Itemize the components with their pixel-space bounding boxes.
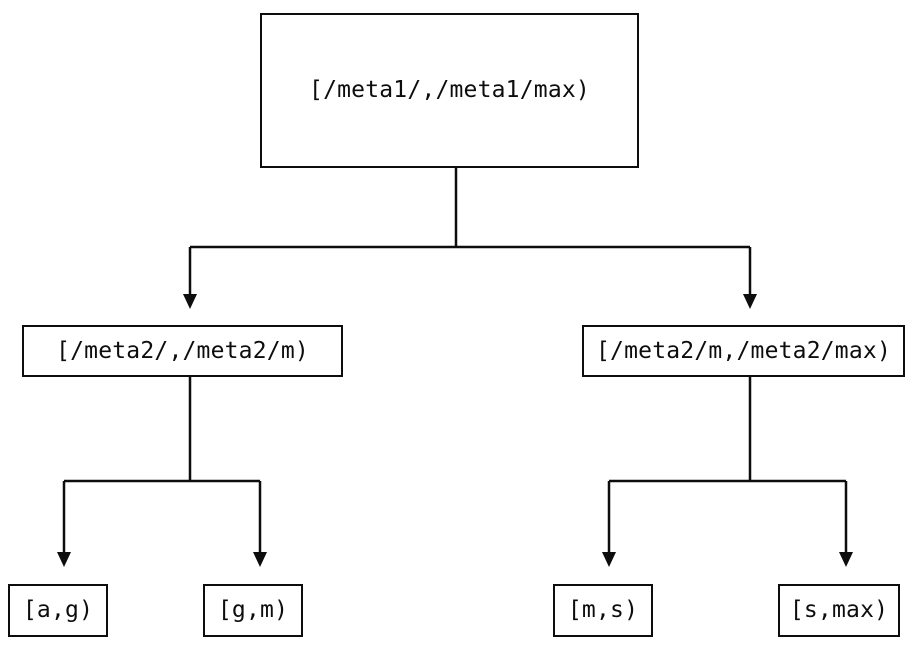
arrowhead-icon	[57, 552, 71, 567]
tree-node-leaf-ms-label: [m,s)	[567, 597, 639, 623]
tree-node-root-label: [/meta1/,/meta1/max)	[309, 77, 590, 103]
tree-node-mid-left: [/meta2/,/meta2/m)	[22, 325, 343, 377]
arrowhead-icon	[183, 294, 197, 309]
tree-node-leaf-ag: [a,g)	[8, 584, 108, 637]
tree-node-root: [/meta1/,/meta1/max)	[260, 13, 639, 168]
arrowhead-icon	[602, 552, 616, 567]
tree-node-leaf-gm: [g,m)	[203, 584, 303, 637]
tree-node-leaf-ag-label: [a,g)	[22, 597, 94, 623]
edge-mid-right-to-children	[607, 377, 848, 553]
tree-node-mid-right-label: [/meta2/m,/meta2/max)	[596, 337, 891, 364]
arrowhead-icon	[839, 552, 853, 567]
tree-node-leaf-smax: [s,max)	[778, 584, 900, 637]
tree-node-leaf-smax-label: [s,max)	[789, 597, 889, 623]
tree-node-mid-left-label: [/meta2/,/meta2/m)	[56, 337, 309, 364]
arrowhead-icon	[743, 294, 757, 309]
tree-node-mid-right: [/meta2/m,/meta2/max)	[582, 325, 905, 377]
edge-mid-left-to-children	[62, 377, 262, 553]
tree-node-leaf-ms: [m,s)	[553, 584, 653, 637]
tree-node-leaf-gm-label: [g,m)	[217, 597, 289, 623]
arrowhead-icon	[253, 552, 267, 567]
edge-root-to-children	[188, 168, 752, 295]
